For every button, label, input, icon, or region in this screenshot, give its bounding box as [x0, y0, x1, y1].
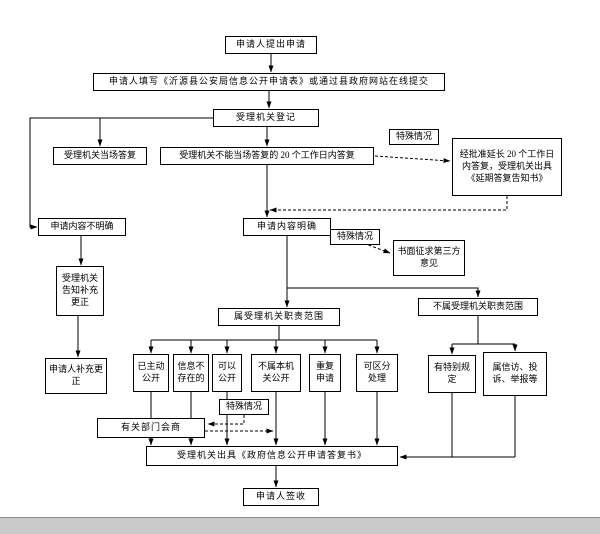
- node-content-unclear: 申请内容不明确: [38, 218, 126, 236]
- node-applicant-supplements-correction: 申请人补充更正: [45, 358, 107, 394]
- node-repeated-application: 重复申请: [309, 354, 341, 392]
- node-petition-complaint-report: 属信访、投诉、举报等: [483, 352, 547, 396]
- node-issue-reply-document: 受理机关出具《政府信息公开申请答复书》: [146, 446, 398, 466]
- node-seek-third-party-opinion: 书面征求第三方意见: [393, 240, 465, 276]
- node-on-spot-reply: 受理机关当场答复: [53, 147, 147, 165]
- node-already-disclosed: 已主动公开: [133, 354, 169, 392]
- node-extension-reply-notice: 经批准延长 20 个工作日内答复，受理机关出具《延期答复告知书》: [452, 138, 562, 196]
- node-department-consultation: 有关部门会商: [97, 418, 205, 438]
- node-within-authority-scope: 属受理机关职责范围: [218, 308, 340, 326]
- node-fill-application-form: 申请人填写《沂源县公安局信息公开申请表》或通过县政府网站在线提交: [93, 73, 445, 91]
- node-applicant-submits-application: 申请人提出申请: [225, 36, 317, 54]
- node-authority-registration: 受理机关登记: [213, 109, 319, 127]
- node-info-not-exist: 信息不存在的: [173, 354, 209, 392]
- node-special-provisions: 有特别规定: [428, 355, 476, 393]
- node-can-disclose: 可以公开: [212, 354, 242, 392]
- node-not-this-authority: 不属本机关公开: [251, 354, 301, 392]
- node-applicant-signs-receipt: 申请人签收: [243, 488, 319, 506]
- node-notify-supplement-correction: 受理机关告知补充更正: [56, 266, 104, 316]
- node-separable-handling: 可区分处理: [356, 354, 398, 392]
- window-bottom-bar: [0, 517, 600, 534]
- node-special-case-extension: 特殊情况: [389, 129, 439, 145]
- node-special-case-consultation: 特殊情况: [219, 399, 269, 415]
- node-reply-within-20-days: 受理机关不能当场答复的 20 个工作日内答复: [160, 147, 374, 165]
- node-special-case-third-party: 特殊情况: [330, 229, 380, 245]
- node-outside-authority-scope: 不属受理机关职责范围: [418, 298, 538, 316]
- node-content-clear: 申请内容明确: [243, 218, 331, 236]
